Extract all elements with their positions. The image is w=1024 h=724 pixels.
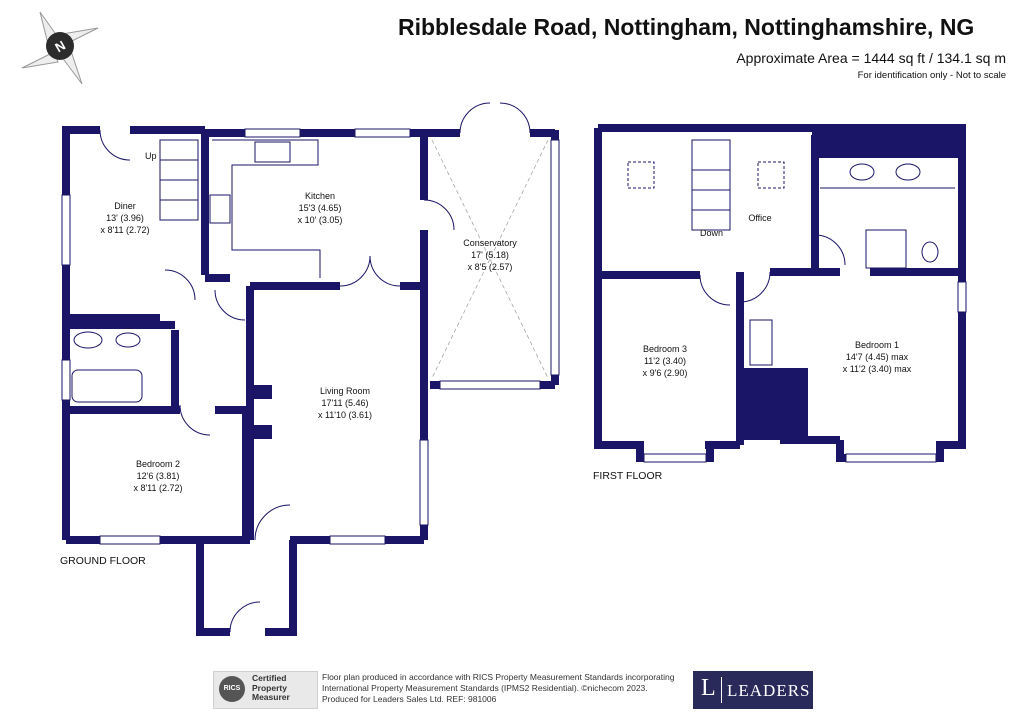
stairs-up-label: Up [145, 151, 157, 161]
room-name: Bedroom 1 [854, 340, 900, 350]
room-diner: Diner 13' (3.96) x 8'11 (2.72) [100, 200, 149, 236]
room-office: Office [748, 212, 771, 224]
room-conservatory: Conservatory 17' (5.18) x 8'5 (2.57) [463, 237, 517, 273]
room-living: Living Room 17'11 (5.46) x 11'10 (3.61) [318, 385, 372, 421]
rics-logo-icon: RICS [219, 676, 245, 702]
approximate-area: Approximate Area = 1444 sq ft / 134.1 sq… [736, 50, 1006, 66]
room-kitchen: Kitchen 15'3 (4.65) x 10' (3.05) [298, 190, 343, 226]
room-dim: x 8'5 (2.57) [467, 262, 513, 272]
page-title: Ribblesdale Road, Nottingham, Nottingham… [398, 14, 975, 40]
leaders-logo: L LEADERS [693, 671, 813, 709]
room-dim: x 11'2 (3.40) max [842, 364, 912, 374]
room-bedroom-3: Bedroom 3 11'2 (3.40) x 9'6 (2.90) [643, 343, 688, 379]
room-dim: 11'2 (3.40) [643, 356, 687, 366]
badge-text: Certified Property Measurer [252, 673, 290, 703]
room-name: Kitchen [304, 191, 336, 201]
identification-note: For identification only - Not to scale [857, 70, 1006, 81]
compass-icon: N [21, 11, 99, 85]
brand-name: LEADERS [727, 681, 811, 700]
room-name: Office [748, 213, 772, 223]
stairs-down-label: Down [700, 228, 724, 238]
badge-line: Certified [252, 673, 287, 683]
room-name: Living Room [319, 386, 371, 396]
footer-note: Floor plan produced in accordance with R… [322, 672, 692, 705]
footer-note-line: Produced for Leaders Sales Ltd. REF: 981… [322, 694, 497, 704]
room-name: Conservatory [463, 238, 517, 248]
rics-certified-badge: RICS Certified Property Measurer [213, 671, 318, 709]
room-dim: x 11'10 (3.61) [317, 410, 373, 420]
room-name: Bedroom 3 [642, 344, 688, 354]
room-name: Diner [114, 201, 136, 211]
badge-line: Property [252, 682, 287, 693]
footer-note-line: Floor plan produced in accordance with R… [322, 672, 675, 682]
ground-floor-label: GROUND FLOOR [60, 555, 146, 567]
first-floor-label: FIRST FLOOR [593, 470, 663, 482]
room-dim: x 10' (3.05) [297, 215, 343, 225]
room-name: Bedroom 2 [135, 459, 181, 469]
room-dim: 14'7 (4.45) max [845, 352, 909, 362]
room-dim: 13' (3.96) [106, 213, 144, 223]
brand-divider [721, 677, 722, 703]
brand-letter: L [701, 675, 716, 701]
badge-line: Measurer [252, 692, 290, 702]
room-dim: 17' (5.18) [471, 250, 509, 260]
room-bedroom-2: Bedroom 2 12'6 (3.81) x 8'11 (2.72) [133, 458, 182, 494]
room-bedroom-1: Bedroom 1 14'7 (4.45) max x 11'2 (3.40) … [843, 339, 912, 375]
room-dim: x 8'11 (2.72) [100, 225, 150, 235]
room-dim: x 8'11 (2.72) [133, 483, 183, 493]
room-dim: x 9'6 (2.90) [642, 368, 688, 378]
room-dim: 12'6 (3.81) [136, 471, 180, 481]
room-dim: 15'3 (4.65) [298, 203, 342, 213]
footer-note-line: International Property Measurement Stand… [322, 683, 648, 693]
room-dim: 17'11 (5.46) [321, 398, 369, 408]
